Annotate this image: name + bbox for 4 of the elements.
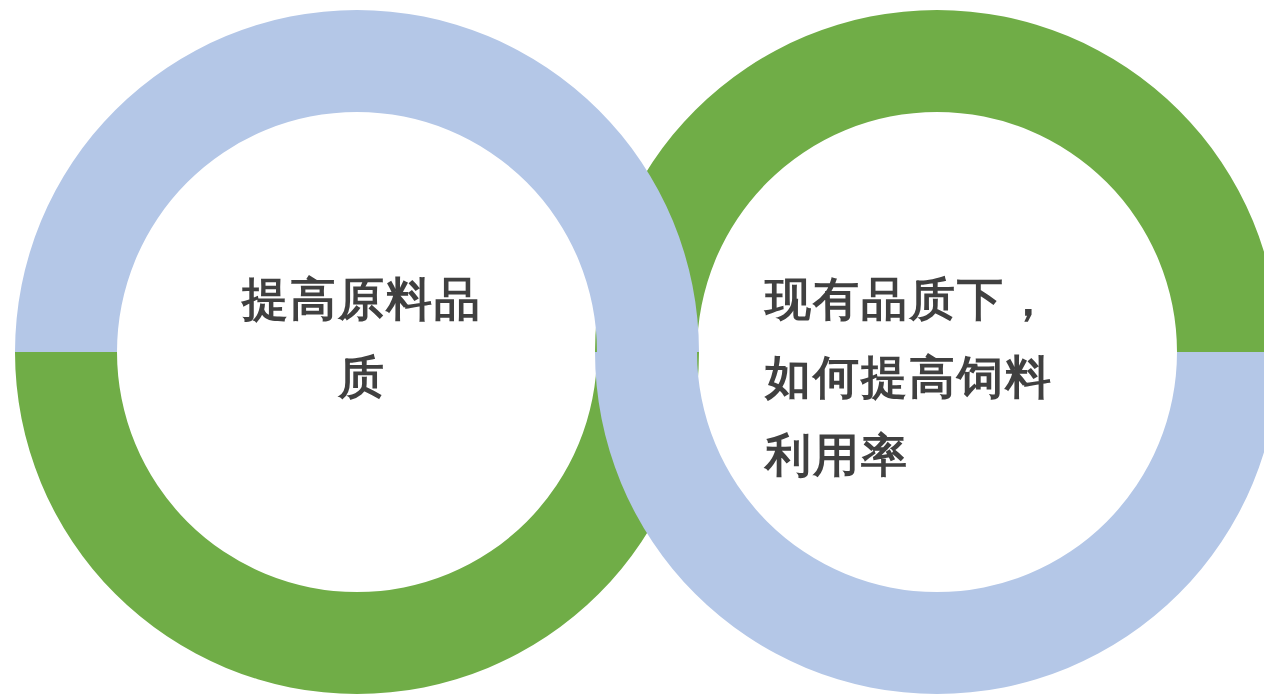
ring [595, 10, 1264, 694]
ring-label: 提高原料品质 [242, 271, 482, 406]
ring-label: 现有品质下，如何提高饲料利用率 [765, 271, 1054, 484]
ring [15, 10, 699, 694]
